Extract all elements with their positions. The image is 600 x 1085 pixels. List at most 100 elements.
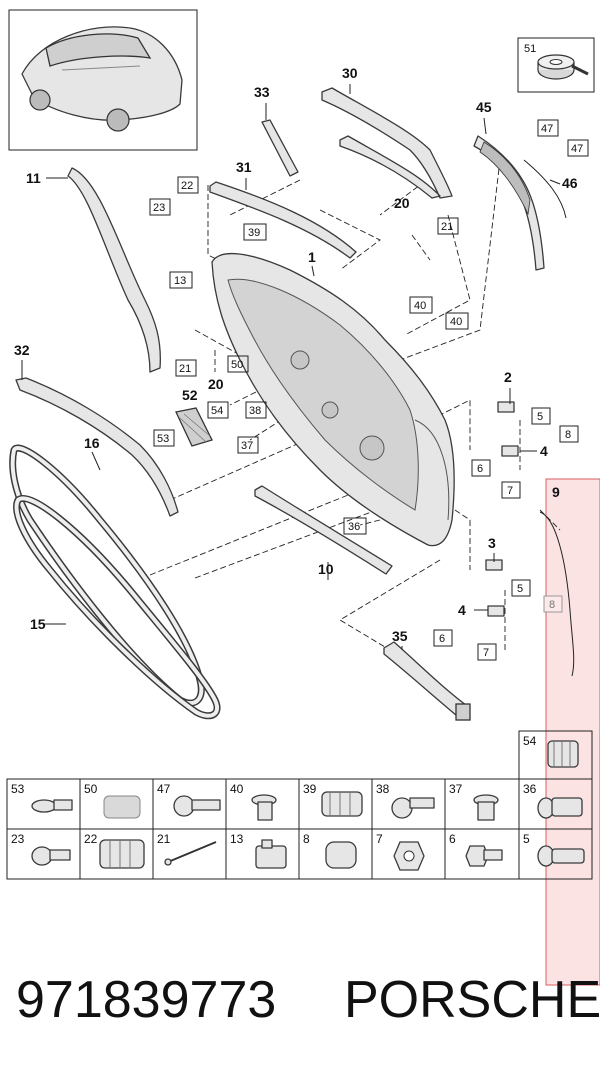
svg-text:21: 21: [179, 363, 191, 375]
brand-name: PORSCHE: [344, 971, 600, 1029]
svg-text:5: 5: [517, 583, 523, 595]
svg-text:5: 5: [537, 411, 543, 423]
svg-text:8: 8: [565, 429, 571, 441]
fastener-7-icon: [393, 841, 425, 871]
fastener-37-icon: [473, 794, 499, 821]
table-cell-5: 5: [523, 832, 530, 846]
svg-text:47: 47: [541, 123, 553, 135]
part-number: 971839773: [16, 971, 277, 1029]
box-5-lower: 5: [511, 579, 531, 597]
box-5-upper: 5: [531, 407, 551, 425]
table-cell-23: 23: [11, 832, 25, 846]
fastener-54-icon: [547, 740, 579, 768]
table-cell-50: 50: [84, 782, 98, 796]
table-cell-36: 36: [523, 782, 537, 796]
box-51: 51: [524, 43, 536, 55]
callout-31: 31: [236, 159, 252, 175]
svg-text:40: 40: [414, 300, 426, 312]
table-cell-6: 6: [449, 832, 456, 846]
callout-2: 2: [504, 369, 512, 385]
box-40-lower: 40: [445, 312, 469, 330]
part-10-strip: [254, 485, 393, 575]
fastener-47-icon: [173, 795, 221, 817]
hinge-upper: [497, 401, 519, 457]
fastener-50-icon: [103, 795, 141, 819]
table-cell-7: 7: [376, 832, 383, 846]
svg-text:47: 47: [571, 143, 583, 155]
svg-text:21: 21: [441, 221, 453, 233]
fastener-8-icon: [325, 841, 357, 869]
part-51-tape-box: [517, 37, 595, 93]
vehicle-thumbnail: [8, 9, 198, 151]
table-cell-8: 8: [303, 832, 310, 846]
dashed-leader-lines: [149, 149, 561, 651]
callout-32: 32: [14, 342, 30, 358]
part-16-door-seal: [9, 444, 205, 707]
part-32-belt-trim: [15, 377, 179, 517]
part-45-channel: [473, 135, 545, 271]
callout-46: 46: [562, 175, 578, 191]
box-36: 36: [343, 517, 367, 535]
svg-text:40: 40: [450, 316, 462, 328]
callout-10: 10: [318, 561, 334, 577]
box-39: 39: [243, 223, 267, 241]
callout-3: 3: [488, 535, 496, 551]
part-45-hatch: [479, 141, 531, 216]
callout-33: 33: [254, 84, 270, 100]
box-21-lower: 21: [175, 359, 197, 377]
hinge-lower: [485, 559, 505, 617]
svg-text:36: 36: [348, 521, 360, 533]
callout-35: 35: [392, 628, 408, 644]
fastener-36-icon: [537, 797, 583, 819]
footer: 971839773 PORSCHE: [12, 970, 600, 1050]
callout-4-lower: 4: [458, 602, 466, 618]
table-cell-47: 47: [157, 782, 171, 796]
fastener-5-icon: [537, 845, 585, 867]
callout-30: 30: [342, 65, 358, 81]
fastener-21-icon: [164, 841, 217, 866]
box-37: 37: [237, 436, 259, 454]
svg-text:6: 6: [477, 463, 483, 475]
callout-20-lower: 20: [208, 376, 224, 392]
svg-text:13: 13: [174, 275, 186, 287]
table-cell-21: 21: [157, 832, 171, 846]
svg-text:22: 22: [181, 180, 193, 192]
svg-text:53: 53: [157, 433, 169, 445]
part-31-strip: [209, 181, 357, 259]
table-cell-39: 39: [303, 782, 317, 796]
svg-text:37: 37: [241, 440, 253, 452]
callout-20-upper: 20: [394, 195, 410, 211]
svg-text:7: 7: [507, 485, 513, 497]
box-7-lower: 7: [477, 643, 497, 661]
callout-1: 1: [308, 249, 316, 265]
callout-4-upper: 4: [540, 443, 548, 459]
part-46-seal: [523, 159, 567, 219]
box-21-upper: 21: [437, 217, 459, 235]
svg-text:6: 6: [439, 633, 445, 645]
box-23: 23: [149, 198, 171, 216]
part-53-clip: [175, 407, 213, 447]
svg-text:50: 50: [231, 359, 243, 371]
fastener-22-icon: [99, 839, 145, 869]
part-33-trim: [261, 119, 299, 177]
fastener-53-icon: [31, 799, 73, 813]
callout-52: 52: [182, 387, 198, 403]
callout-9: 9: [552, 484, 560, 500]
fastener-38-icon: [391, 797, 435, 819]
box-50: 50: [227, 355, 249, 373]
highlight-part-9: [545, 478, 600, 986]
box-6-lower: 6: [433, 629, 453, 647]
table-cell-37: 37: [449, 782, 463, 796]
table-cell-38: 38: [376, 782, 390, 796]
table-cell-22: 22: [84, 832, 98, 846]
box-8-upper: 8: [559, 425, 579, 443]
svg-text:7: 7: [483, 647, 489, 659]
svg-text:51: 51: [524, 43, 536, 55]
box-8-lower: 8: [543, 595, 563, 613]
callout-45: 45: [476, 99, 492, 115]
box-54: 54: [207, 401, 229, 419]
box-53: 53: [153, 429, 175, 447]
box-47-upper: 47: [537, 119, 559, 137]
table-cell-13: 13: [230, 832, 244, 846]
svg-text:23: 23: [153, 202, 165, 214]
